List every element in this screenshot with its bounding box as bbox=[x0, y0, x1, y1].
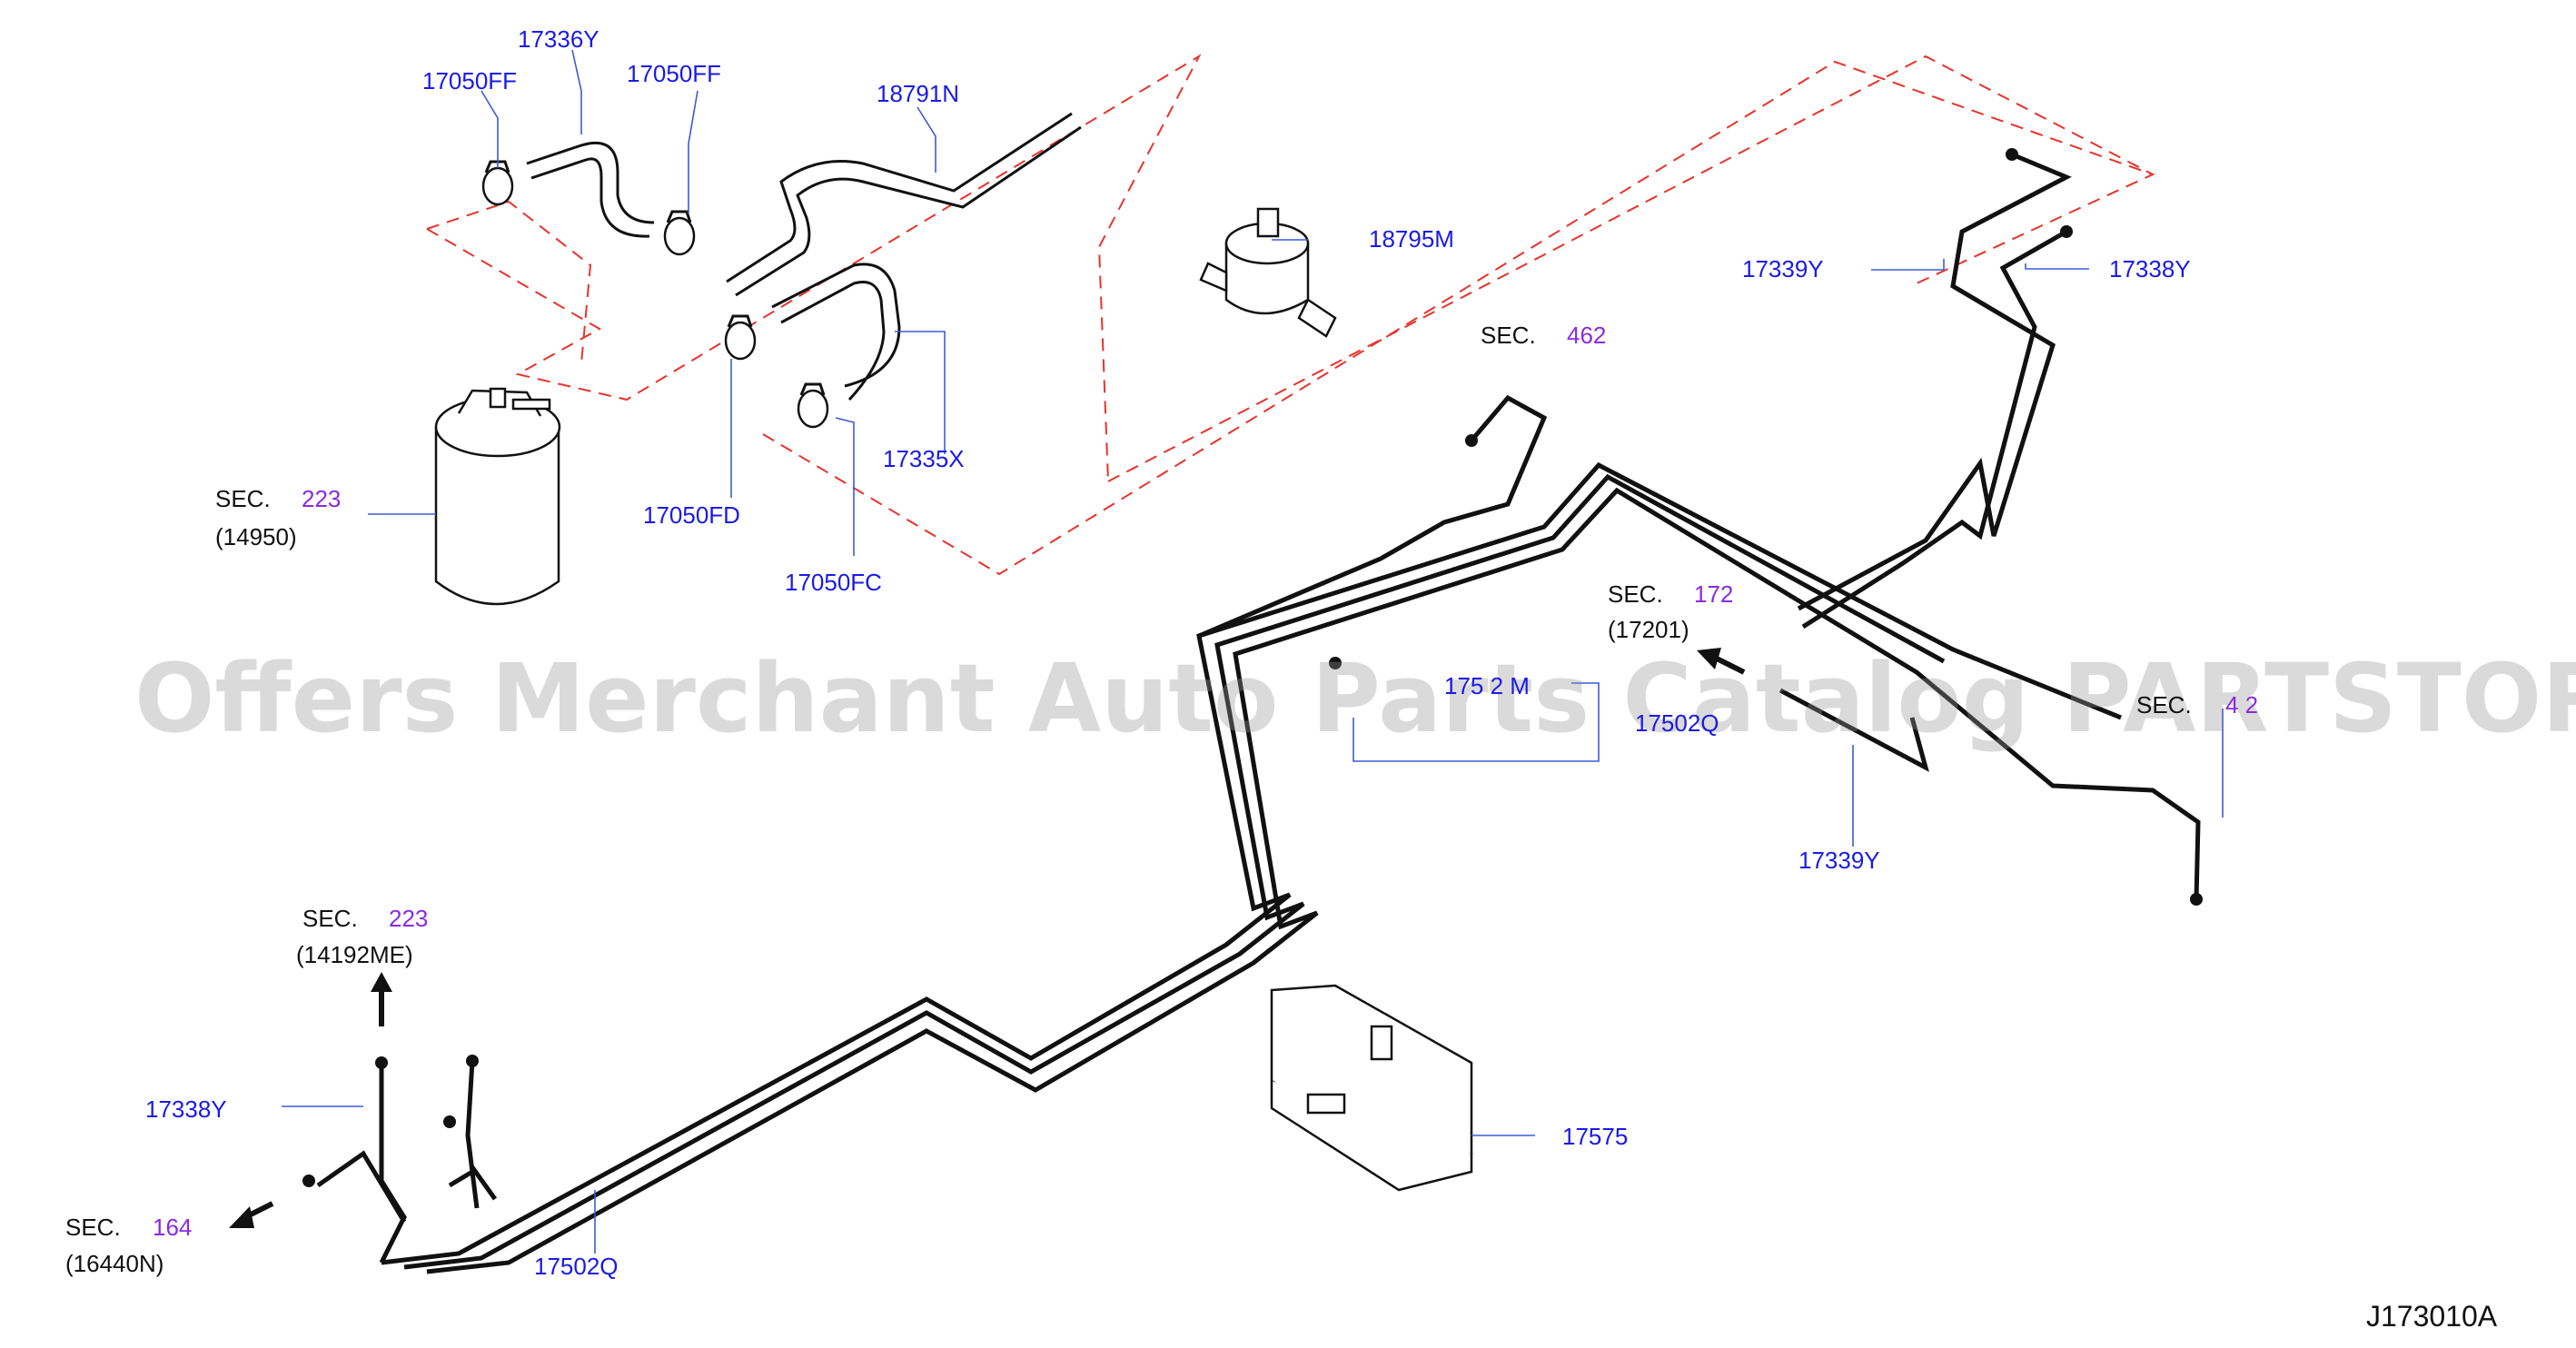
phantom-outline-left bbox=[426, 200, 592, 364]
watermark-text: Offers Merchant Auto Parts Catalog PARTS… bbox=[134, 643, 2576, 754]
label-1752-partial: 175 2 M bbox=[1444, 672, 1530, 699]
phantom-outline-group bbox=[426, 54, 2155, 576]
sec-462-number: 462 bbox=[1567, 322, 1606, 349]
label-17050FF-b: 17050FF bbox=[627, 60, 721, 87]
phantom-outline-lower bbox=[762, 60, 2155, 576]
sec-462b-prefix: SEC. bbox=[2136, 691, 2192, 719]
label-17050FC: 17050FC bbox=[785, 569, 882, 596]
clamp-17050FC bbox=[797, 382, 829, 429]
sec-172-number: 172 bbox=[1694, 580, 1733, 608]
sec-164-prefix: SEC. bbox=[65, 1214, 121, 1241]
pipe-end-dots bbox=[302, 148, 2203, 1187]
sec-164-number: 164 bbox=[153, 1214, 192, 1241]
sec-462-prefix: SEC. bbox=[1481, 322, 1536, 349]
valve-18795M bbox=[1199, 207, 1337, 338]
sec-223b-partno: (14192ME) bbox=[296, 941, 413, 968]
sec-164-partno: (16440N) bbox=[65, 1250, 163, 1277]
clamp-17050FD bbox=[724, 314, 757, 361]
label-17050FF-a: 17050FF bbox=[422, 67, 517, 94]
phantom-outline-upper bbox=[426, 54, 1202, 482]
clamp-17050FF-a bbox=[481, 160, 514, 206]
hose-18791N bbox=[726, 112, 1082, 297]
leader-lines bbox=[282, 49, 2224, 1254]
sec-172-partno: (17201) bbox=[1608, 616, 1689, 643]
label-18791N: 18791N bbox=[877, 80, 959, 107]
hose-17336Y bbox=[526, 141, 655, 238]
sec-223b-prefix: SEC. bbox=[302, 905, 358, 932]
label-17335X: 17335X bbox=[883, 445, 965, 472]
clamp-17050FF-b bbox=[663, 210, 696, 256]
label-17339Y-mid: 17339Y bbox=[1798, 847, 1880, 874]
label-18795M: 18795M bbox=[1369, 225, 1454, 253]
sec-223b-number: 223 bbox=[389, 905, 428, 932]
label-17050FD: 17050FD bbox=[643, 501, 740, 529]
label-17338Y-top: 17338Y bbox=[2109, 255, 2191, 282]
label-17338Y-left: 17338Y bbox=[145, 1095, 227, 1123]
part-labels: 17336Y 17050FF 17050FF 18791N 18795M 173… bbox=[65, 25, 2258, 1280]
sec-223-partno: (14950) bbox=[215, 523, 297, 550]
label-17575: 17575 bbox=[1562, 1123, 1628, 1150]
pipe-bundle-17502Q bbox=[316, 152, 2201, 1274]
bracket-17575 bbox=[1270, 984, 1473, 1192]
sec-462b-number: 4 2 bbox=[2225, 691, 2258, 719]
sec-223-prefix: SEC. bbox=[215, 485, 271, 512]
label-17502Q: 17502Q bbox=[534, 1253, 619, 1280]
label-17336Y: 17336Y bbox=[518, 25, 599, 53]
phantom-outline-right bbox=[1107, 55, 2154, 482]
sec-223-number: 223 bbox=[302, 485, 341, 512]
sec-172-prefix: SEC. bbox=[1608, 580, 1663, 608]
diagram-reference-code: J173010A bbox=[2366, 1300, 2498, 1333]
hose-17335X bbox=[771, 263, 901, 401]
canister bbox=[434, 387, 561, 606]
label-17339Y-top: 17339Y bbox=[1742, 255, 1824, 282]
flow-arrows bbox=[229, 648, 1746, 1228]
label-17502Q-partial: 17502Q bbox=[1635, 709, 1719, 737]
